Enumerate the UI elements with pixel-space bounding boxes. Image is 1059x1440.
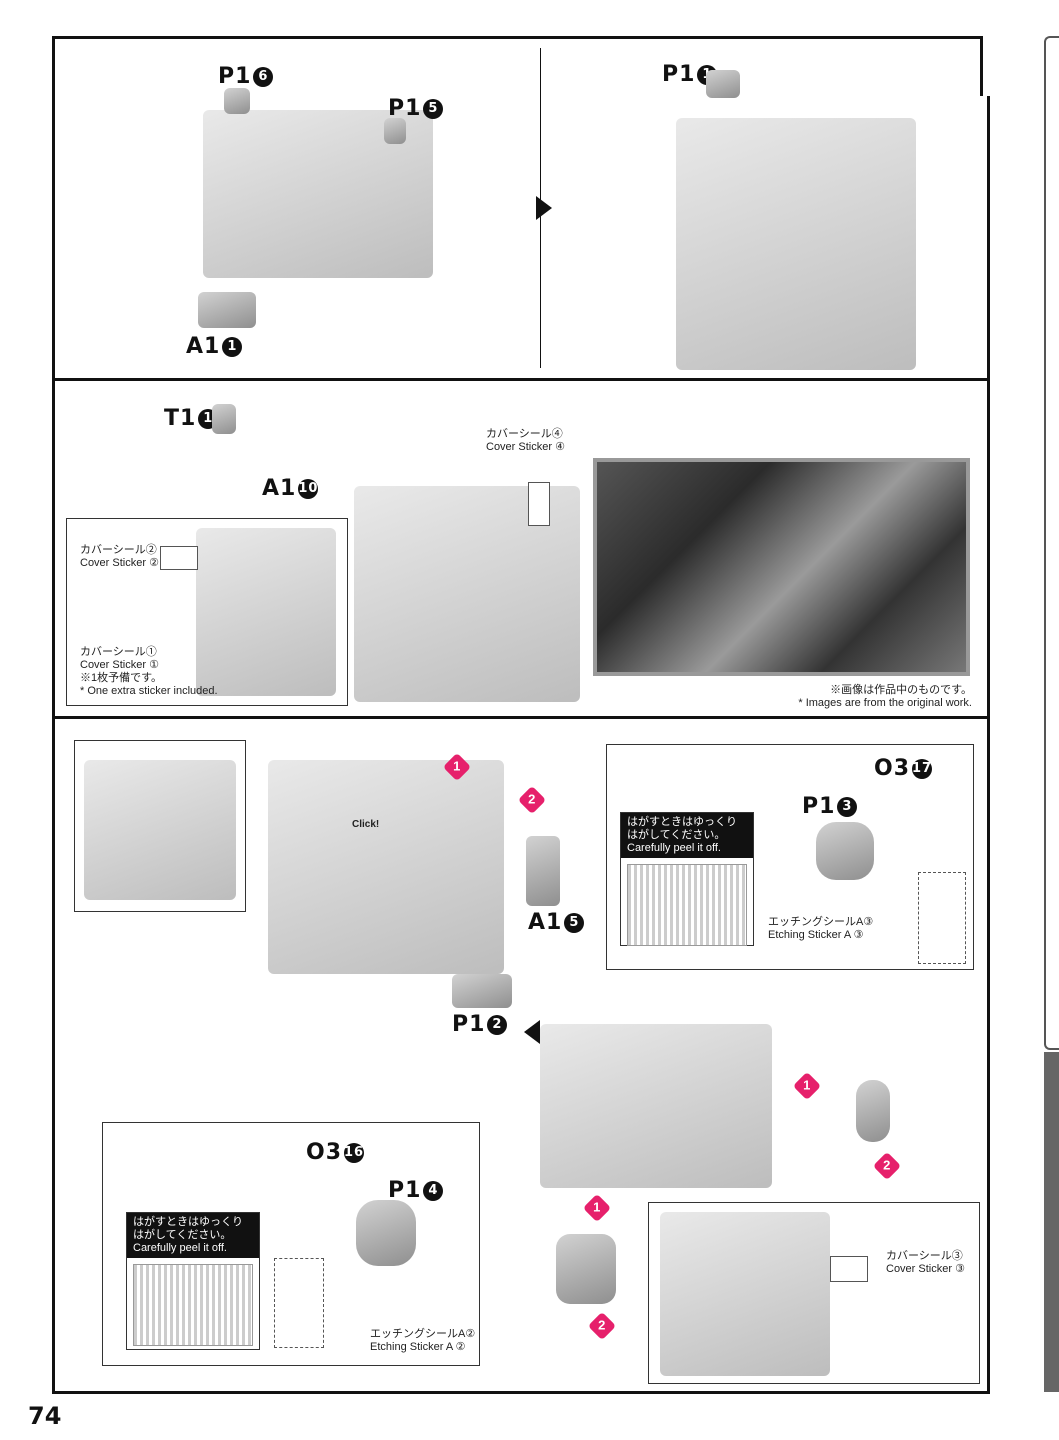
cover-sticker-3-shape xyxy=(830,1256,868,1282)
part-p1-3-figure xyxy=(816,822,874,880)
etching-sheet-left: はがすときはゆっくりはがしてください。Carefully peel it off… xyxy=(126,1212,260,1350)
section-divider-2 xyxy=(52,716,990,719)
part-p1-2-figure xyxy=(452,974,512,1008)
side-tab-fill xyxy=(1044,1052,1059,1392)
part-p1-4-figure xyxy=(356,1200,416,1266)
torso-assembly-figure xyxy=(540,1024,772,1188)
step-arrow-left xyxy=(524,1020,540,1044)
etching-sticker-2-shape xyxy=(274,1258,324,1348)
part-p1-1-figure xyxy=(706,70,740,98)
step-arrow-right xyxy=(536,196,552,220)
chest-closeup-figure xyxy=(84,760,236,900)
part-t1-1-figure xyxy=(212,404,236,434)
side-tab-outline xyxy=(1044,36,1059,1050)
instruction-frame xyxy=(52,36,990,1394)
photo-note: ※画像は作品中のものです。* Images are from the origi… xyxy=(798,684,972,709)
head-front-figure xyxy=(660,1212,830,1376)
part-p1-5-figure xyxy=(384,118,406,144)
reference-photo xyxy=(593,458,970,676)
click-label: Click! xyxy=(352,819,380,830)
part-a1-5-figure xyxy=(526,836,560,906)
part-a1-1-figure xyxy=(198,292,256,328)
side-cover-figure xyxy=(856,1080,890,1142)
part-p1-6-figure xyxy=(224,88,250,114)
section-divider-1 xyxy=(52,378,990,381)
chest-cover-figure xyxy=(556,1234,616,1304)
head-closeup-figure xyxy=(196,528,336,696)
chest-assembly-figure xyxy=(268,760,504,974)
etching-sticker-3-shape xyxy=(918,872,966,964)
cover-sticker-4-shape xyxy=(528,482,550,526)
head-assembly-figure-2 xyxy=(676,118,916,370)
frame-notch xyxy=(980,36,993,96)
cover-sticker-2-shape xyxy=(160,546,198,570)
page-number: 74 xyxy=(28,1402,62,1430)
etching-sheet-right: はがすときはゆっくりはがしてください。Carefully peel it off… xyxy=(620,812,754,946)
